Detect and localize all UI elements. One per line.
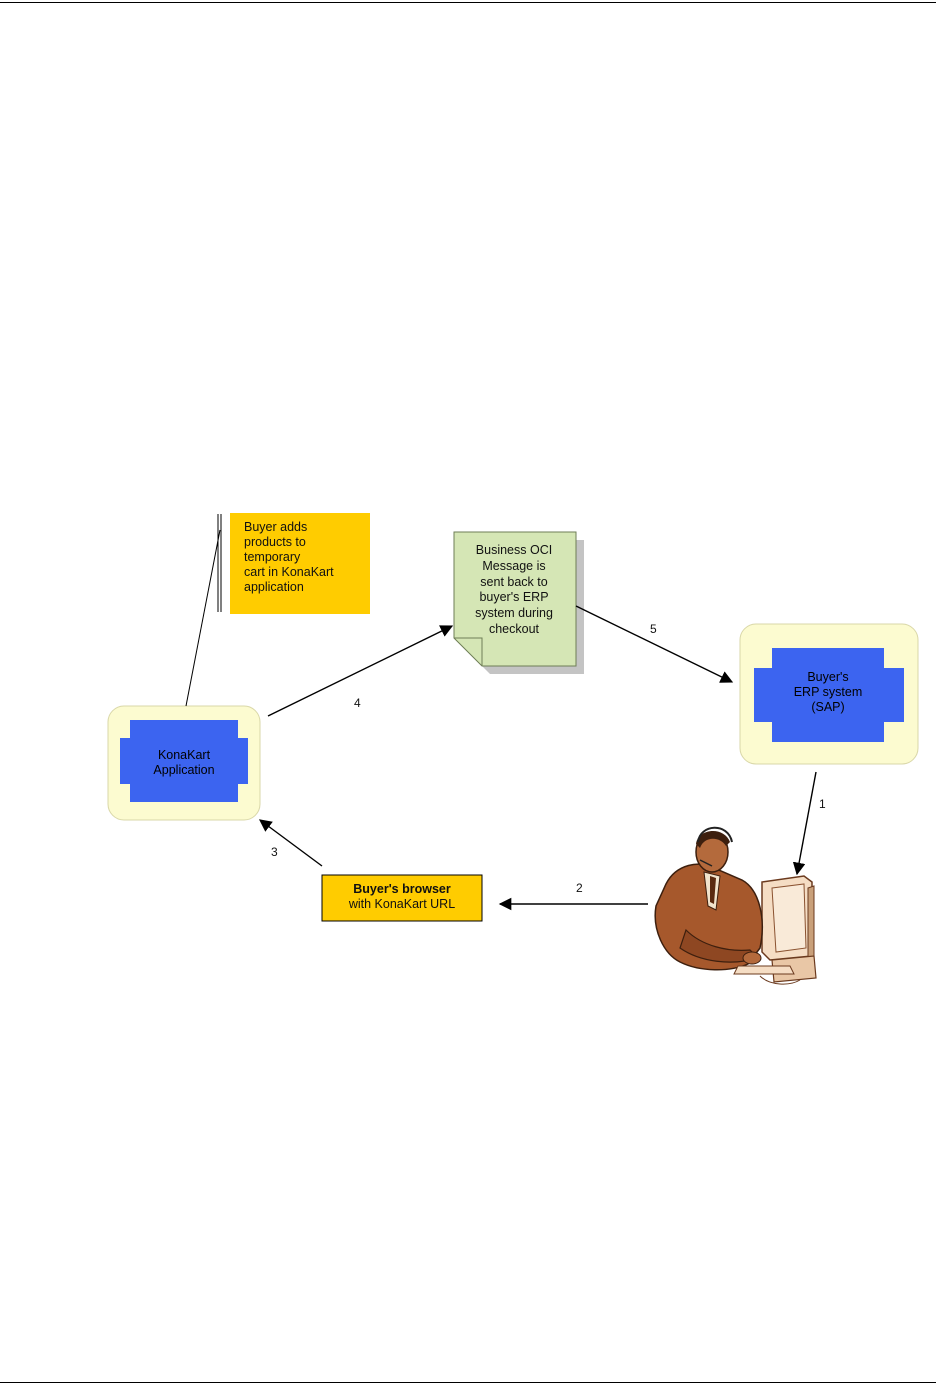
step-label-2: 2 [576,881,583,895]
step-label-4: 4 [354,696,361,710]
konakart-node [107,705,261,821]
konakart-process-shape [120,720,248,802]
person-at-computer-icon [654,826,817,985]
arrow-3 [258,819,323,867]
top-rule [0,2,936,3]
step-label-3: 3 [271,845,278,859]
arrow-1 [792,771,817,876]
konakart-label: KonaKart Application [153,748,215,777]
note-connector-line [185,529,221,707]
browser-box [321,874,483,922]
note-text: Buyer adds products to temporary cart in… [244,520,334,594]
bottom-rule [0,1382,936,1383]
arrow-5 [575,605,734,683]
erp-node [739,623,919,765]
step-label-5: 5 [650,622,657,636]
erp-label: Buyer's ERP system (SAP) [793,670,863,714]
step-label-1: 1 [819,797,826,811]
message-text: Business OCI Message is sent back to buy… [475,543,553,636]
arrow-4 [267,625,454,717]
oci-message-document [453,531,584,674]
erp-process-shape [754,648,904,742]
note-box [230,513,370,614]
browser-label: Buyer's browser with KonaKart URL [348,882,456,911]
